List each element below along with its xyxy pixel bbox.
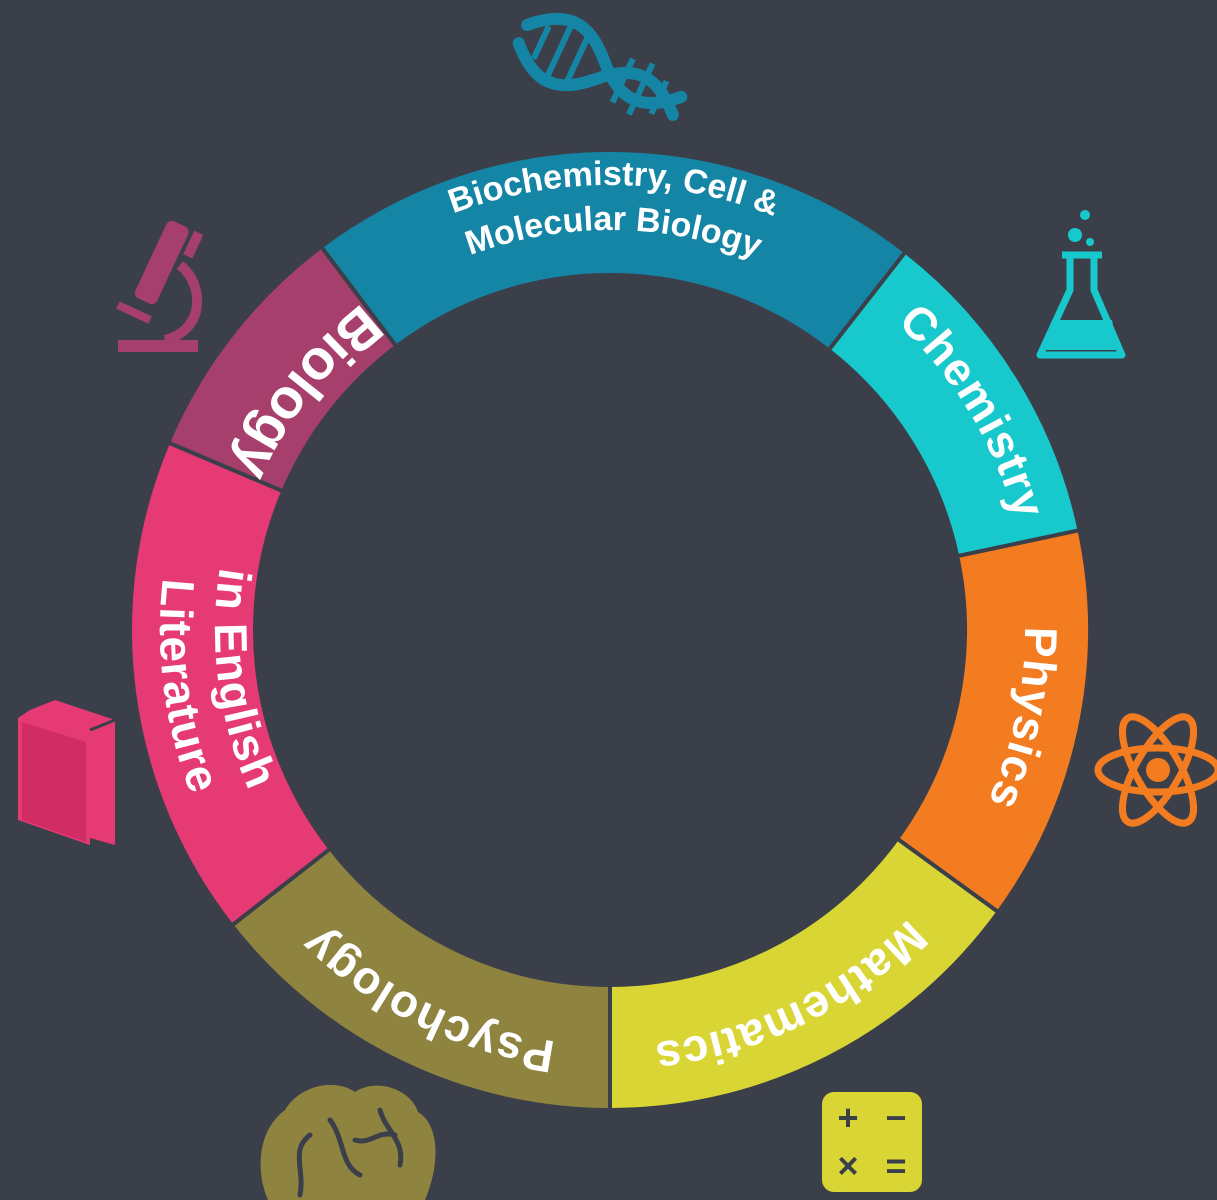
segment-biochem[interactable] xyxy=(318,148,909,354)
calculator-icon: + − × = xyxy=(822,1092,922,1192)
flask-icon xyxy=(1036,210,1126,359)
brain-icon xyxy=(260,1084,436,1200)
svg-text:+: + xyxy=(837,1097,858,1138)
segment-biology[interactable] xyxy=(165,243,400,494)
segment-psychology[interactable] xyxy=(228,845,612,1113)
svg-text:=: = xyxy=(885,1145,906,1186)
segment-physics[interactable] xyxy=(894,527,1092,915)
subject-ring xyxy=(128,148,1092,1113)
book-icon xyxy=(18,700,116,845)
dna-icon xyxy=(512,12,688,121)
microscope-icon xyxy=(116,220,204,352)
svg-text:×: × xyxy=(837,1145,858,1186)
atom-icon xyxy=(1094,713,1217,827)
svg-text:−: − xyxy=(885,1097,906,1138)
